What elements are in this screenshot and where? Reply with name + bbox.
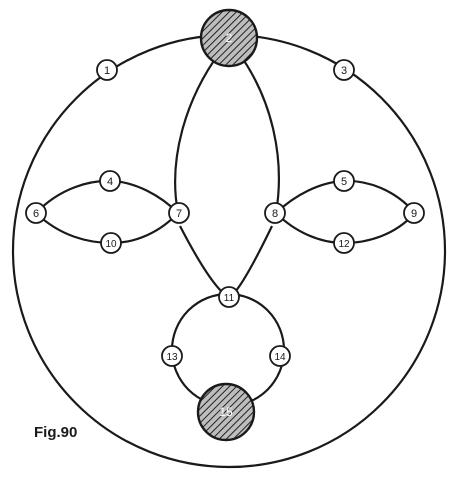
- node-14: 14: [269, 345, 291, 367]
- node-6: 6: [25, 202, 47, 224]
- node-label: 10: [105, 239, 117, 250]
- node-7: 7: [168, 202, 190, 224]
- edge-8-11: [234, 225, 273, 293]
- node-label: 1: [104, 65, 110, 77]
- node-3: 3: [333, 59, 355, 81]
- node-label: 11: [224, 293, 235, 304]
- edge-2-7: [174, 51, 221, 214]
- figure-caption: Fig.90: [34, 424, 78, 441]
- node-13: 13: [161, 345, 183, 367]
- node-circle: [333, 232, 355, 254]
- node-label: 9: [411, 208, 417, 220]
- node-circle: [218, 286, 240, 308]
- node-circle: [196, 382, 256, 442]
- node-11: 11: [218, 286, 240, 308]
- node-label: 3: [341, 65, 347, 77]
- node-label: 14: [274, 352, 286, 363]
- node-circle: [100, 232, 122, 254]
- node-label: 8: [272, 208, 278, 220]
- node-label: 5: [341, 176, 347, 188]
- node-1: 1: [96, 59, 118, 81]
- node-label: 2: [226, 31, 233, 45]
- node-5: 5: [333, 170, 355, 192]
- node-circle: [96, 59, 118, 81]
- node-label: 6: [33, 208, 39, 220]
- node-circle: [333, 170, 355, 192]
- node-label: 12: [338, 239, 350, 250]
- node-circle: [99, 170, 121, 192]
- node-label: 15: [219, 405, 233, 419]
- node-circle: [161, 345, 183, 367]
- node-4: 4: [99, 170, 121, 192]
- node-10: 10: [100, 232, 122, 254]
- node-label: 13: [166, 352, 178, 363]
- node-8: 8: [264, 202, 286, 224]
- node-circle: [264, 202, 286, 224]
- edge-2-8: [237, 51, 280, 214]
- node-9: 9: [403, 202, 425, 224]
- node-label: 7: [176, 208, 182, 220]
- edge-7-11: [179, 225, 223, 293]
- node-label: 4: [107, 176, 113, 188]
- node-15: 15: [196, 382, 256, 442]
- node-12: 12: [333, 232, 355, 254]
- node-circle: [168, 202, 190, 224]
- node-circle: [403, 202, 425, 224]
- node-circle: [199, 8, 259, 68]
- node-circle: [269, 345, 291, 367]
- node-circle: [333, 59, 355, 81]
- node-circle: [25, 202, 47, 224]
- node-2: 2: [199, 8, 259, 68]
